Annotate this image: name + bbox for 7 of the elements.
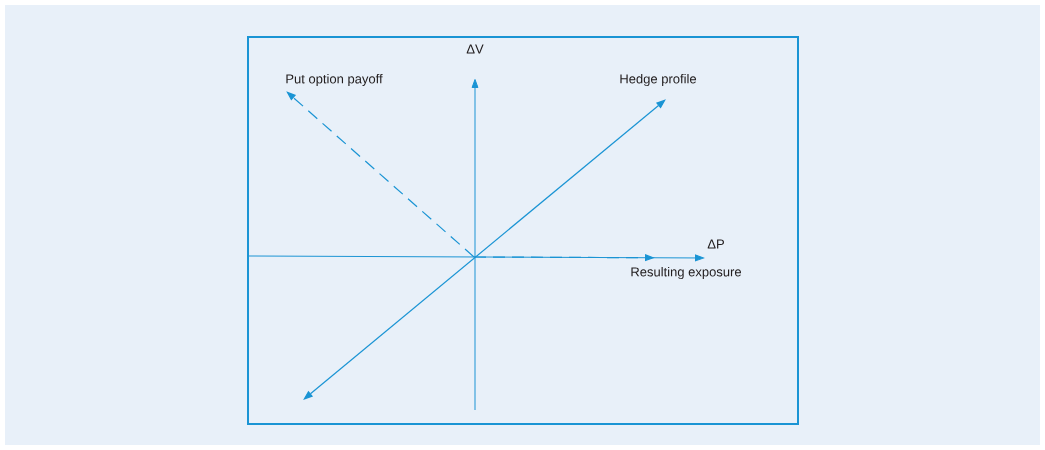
line-label: Hedge profile bbox=[620, 73, 697, 87]
arrow bbox=[303, 99, 666, 400]
line-label: Resulting exposure bbox=[631, 266, 742, 280]
dashed-arrow bbox=[286, 91, 475, 258]
line-label: Put option payoff bbox=[286, 73, 383, 87]
axis-label: ΔV bbox=[466, 44, 484, 54]
axis-label: ΔP bbox=[707, 239, 724, 249]
